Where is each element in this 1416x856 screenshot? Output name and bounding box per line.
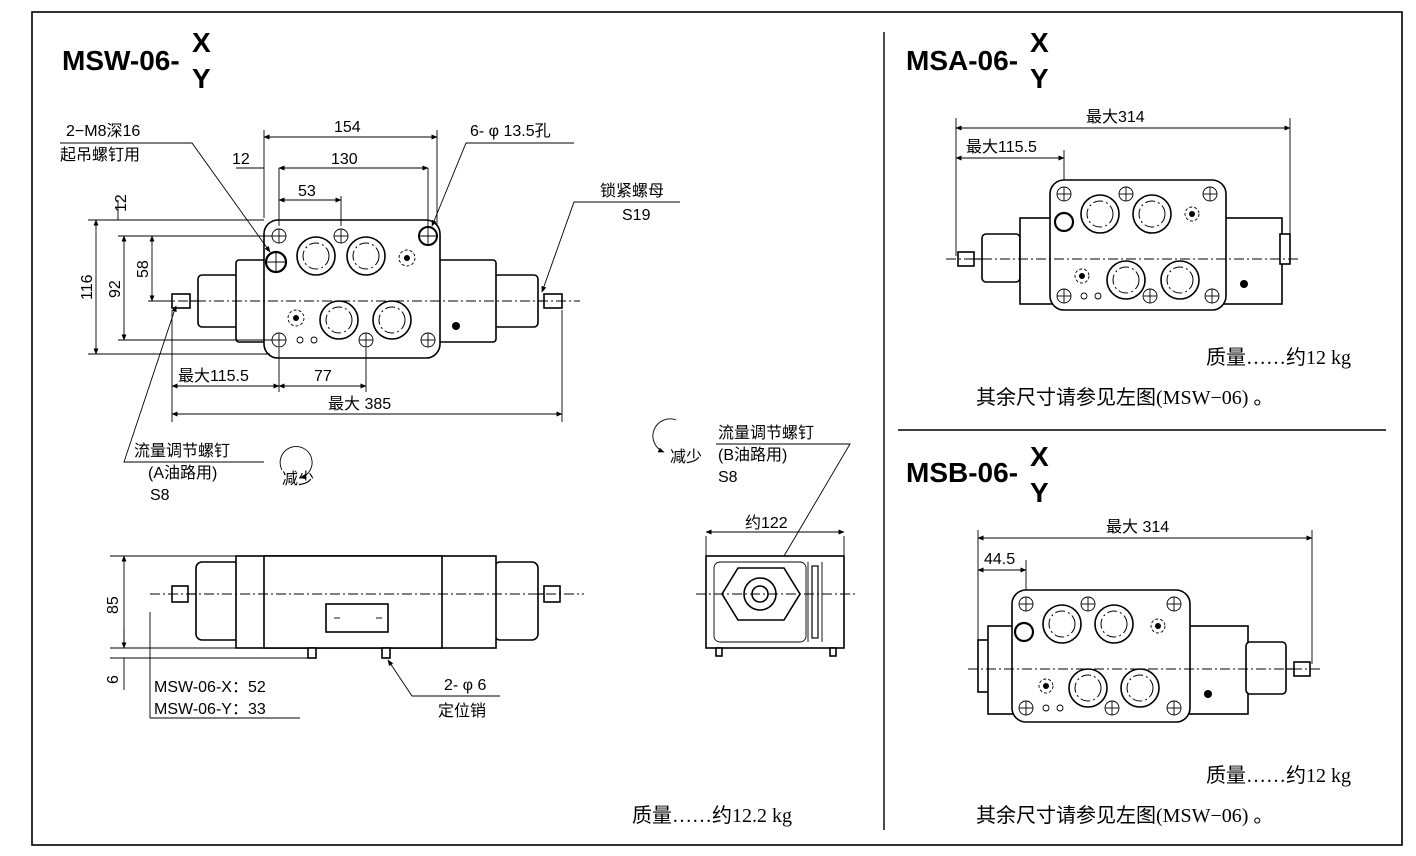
dim-154: 154 [334, 119, 361, 136]
note-flow-screw-b-port: (B油路用) [718, 446, 787, 464]
dim-85: 85 [105, 596, 122, 614]
msa-dim-max-314: 最大314 [1086, 108, 1145, 126]
note-lift-screw-purpose: 起吊螺钉用 [60, 146, 140, 164]
msw-callouts: 2−M8深16 起吊螺钉用 6- φ 13.5孔 锁紧螺母 S19 流量调节螺钉… [60, 122, 680, 504]
msw-side-view [150, 555, 584, 659]
msw-top-view [160, 219, 580, 359]
msa-title-x: X [1030, 27, 1049, 58]
dim-max-115-5: 最大115.5 [178, 367, 249, 385]
note-flow-screw-b-size: S8 [718, 469, 738, 486]
msw-title-x: X [192, 27, 211, 58]
note-pin-spec: 2- φ 6 [444, 677, 486, 694]
dim-58: 58 [135, 260, 152, 278]
msw-panel: MSW-06- X Y [60, 27, 856, 827]
note-flow-screw-a: 流量调节螺钉 [134, 442, 230, 460]
dim-12-horizontal: 12 [232, 151, 250, 168]
msa-dim-max-115-5: 最大115.5 [966, 138, 1037, 156]
note-decrease-a: 减少 [282, 470, 314, 488]
dim-130: 130 [331, 151, 358, 168]
dim-12-vertical: 12 [113, 194, 130, 212]
msa-mass: 质量……约12 kg [1206, 346, 1351, 369]
msw-top-dims: 154 130 12 53 116 92 58 12 最大11 [79, 119, 563, 422]
note-flow-screw-b: 流量调节螺钉 [718, 424, 814, 442]
dim-approx-122: 约122 [745, 514, 788, 532]
note-flow-screw-a-size: S8 [150, 487, 170, 504]
dim-6: 6 [105, 675, 122, 684]
dim-77: 77 [314, 368, 332, 385]
msa-title: MSA-06- [906, 45, 1018, 76]
note-decrease-b: 减少 [670, 448, 702, 466]
msw-title-y: Y [192, 63, 211, 94]
note-variant-x: MSW-06-X：52 [154, 679, 266, 696]
note-pin-label: 定位销 [438, 702, 486, 720]
msb-title-y: Y [1030, 477, 1049, 508]
msw-title: MSW-06- [62, 45, 180, 76]
msb-dim-max-314: 最大 314 [1106, 518, 1169, 536]
sheet-border [31, 11, 1403, 846]
note-lock-nut-size: S19 [622, 207, 651, 224]
msb-title-x: X [1030, 441, 1049, 472]
dim-53: 53 [298, 183, 316, 200]
msa-title-y: Y [1030, 63, 1049, 94]
msw-side-dims: 85 6 MSW-06-X：52 MSW-06-Y：33 2- φ 6 定位销 [105, 555, 500, 720]
msb-title: MSB-06- [906, 457, 1018, 488]
msa-note: 其余尺寸请参见左图(MSW−06) 。 [976, 386, 1273, 409]
dim-max-385: 最大 385 [328, 395, 391, 413]
note-variant-y: MSW-06-Y：33 [154, 701, 266, 718]
dim-116: 116 [79, 274, 96, 300]
msb-mass: 质量……约12 kg [1206, 764, 1351, 787]
msb-panel: MSB-06- X Y 最大 314 44.5 [906, 441, 1351, 827]
note-flow-screw-a-port: (A油路用) [148, 464, 217, 482]
msa-panel: MSA-06- X Y 最大314 最大115.5 [906, 27, 1351, 409]
msb-dim-44-5: 44.5 [984, 551, 1015, 568]
dim-92: 92 [107, 280, 124, 298]
note-lift-screw: 2−M8深16 [66, 122, 140, 140]
note-holes: 6- φ 13.5孔 [470, 122, 551, 140]
msw-mass: 质量……约12.2 kg [632, 804, 792, 827]
msb-note: 其余尺寸请参见左图(MSW−06) 。 [976, 804, 1273, 827]
msw-end-view: 流量调节螺钉 (B油路用) S8 减少 约122 [652, 418, 856, 657]
note-lock-nut: 锁紧螺母 [600, 182, 664, 200]
